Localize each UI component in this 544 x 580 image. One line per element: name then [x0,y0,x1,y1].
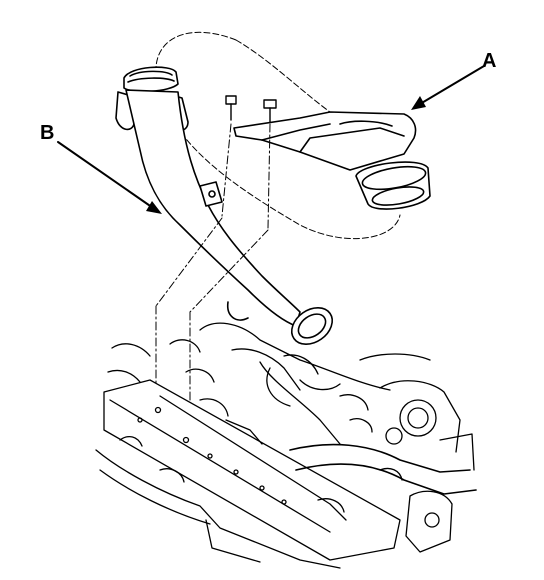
cover-bracket-a [233,111,431,210]
dashed-grouping-outline [155,31,401,240]
bolt-right [263,99,277,123]
arrow-b-leader [57,141,162,214]
bolt-left [225,95,237,121]
callout-label-a: A [482,50,497,72]
arrow-a-leader [411,65,485,110]
air-intake-duct-b [115,66,334,345]
callout-label-b: B [40,122,55,144]
engine-bay-background [95,322,477,569]
